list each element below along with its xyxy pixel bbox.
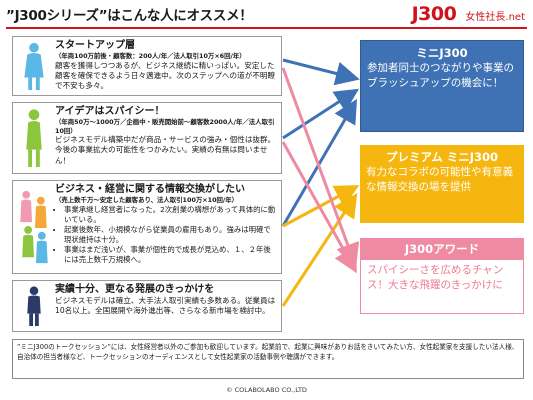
panel-title: アイデアはスパイシー！ [55,106,165,117]
brand: J300 女性社長.net [412,3,525,25]
panel-subtitle: （年商50万～1000万／企画中・販売開始前～顧客数2000人/年／法人取引10… [55,118,275,135]
woman-blue-icon [24,42,44,91]
arrow-to-mini [282,58,360,86]
panel-title: 実績十分、更なる発展のきっかけを [55,284,215,295]
panel-text: ビジネスモデルは確立、大手法人取引実績も多数ある。従業員は10名以上。全国展開や… [55,296,276,316]
header-rule [6,27,527,29]
panel-info-exchange: ビジネス・経営に関する情報交換がしたい （売上数千万～安定した顧客あり、法人取引… [12,180,282,274]
list-item: 起業後数年、小規模ながら従業員の雇用もあり。強みは明確で現状維持は十分。 [64,225,278,245]
list-item: 事業承継し経営者になった。2次創業の構想があって具体的に動いている。 [64,205,278,225]
arrow-to-mini [281,98,358,227]
panel-established: 実績十分、更なる発展のきっかけを ビジネスモデルは確立、大手法人取引実績も多数あ… [12,280,282,332]
women-group-icon [20,190,48,264]
footnote: ”ミニJ300のトークセッション”には、女性経営者以外のご参加も歓迎しています。… [12,339,524,379]
arrow-to-premium [281,192,358,307]
panel-title: ビジネス・経営に関する情報交換がしたい [55,184,245,195]
box-title: J300アワード [361,239,523,260]
woman-green-icon [26,109,42,168]
list-item: 事業はまだ浅いが、事業が個性的で成長が見込め、１、２年後には売上数千万規模へ。 [64,245,278,265]
panel-text: ビジネスモデル構築中だが商品・サービスの強み・個性は抜群。今後の事業拡大の可能性… [55,135,276,165]
panel-bullets: 事業承継し経営者になった。2次創業の構想があって具体的に動いている。 起業後数年… [55,205,278,266]
arrow-to-award [281,141,357,274]
brand-subtitle: 女性社長.net [465,12,525,23]
arrow-to-mini [282,88,360,140]
panel-subtitle: （売上数千万～安定した顧客あり、法人取引100万×10回/年） [55,196,239,204]
copyright: © COLABOLABO CO.,LTD [226,386,307,394]
panel-title: スタートアップ層 [55,40,135,51]
panel-text: 顧客を獲得しつつあるが、ビジネス継続に精いっぱい。安定した顧客を確保できるよう日… [55,60,276,91]
box-mini-j300: ミニJ300 参加者同士のつながりや事業のブラッシュアップの機会に！ [360,40,524,132]
panel-spicy-idea: アイデアはスパイシー！ （年商50万～1000万／企画中・販売開始前～顧客数20… [12,102,282,174]
box-premium-mini-j300: プレミアム ミニJ300 有力なコラボの可能性や有意義な情報交換の場を提供 [360,145,524,223]
arrow-to-premium [282,185,360,228]
box-text: 有力なコラボの可能性や有意義な情報交換の場を提供 [366,166,513,193]
panel-startup: スタートアップ層 （年商100万前後・顧客数：200人/年／法人取引10万×6回… [12,36,282,96]
brand-logo: J300 [411,3,457,25]
box-text: 参加者同士のつながりや事業のブラッシュアップの機会に！ [367,62,514,89]
box-title: プレミアム ミニJ300 [386,150,498,164]
box-text: スパイシーさを広めるチャンス！大きな飛躍のきっかけに [367,264,504,291]
box-j300-award: J300アワード スパイシーさを広めるチャンス！大きな飛躍のきっかけに [360,238,524,314]
woman-navy-icon [27,286,41,327]
panel-subtitle: （年商100万前後・顧客数：200人/年／法人取引10万×6回/年） [55,52,246,60]
arrow-to-award [281,67,360,268]
box-title: ミニJ300 [416,46,468,60]
page-title: ”J300シリーズ”はこんな人にオススメ！ [6,8,253,24]
